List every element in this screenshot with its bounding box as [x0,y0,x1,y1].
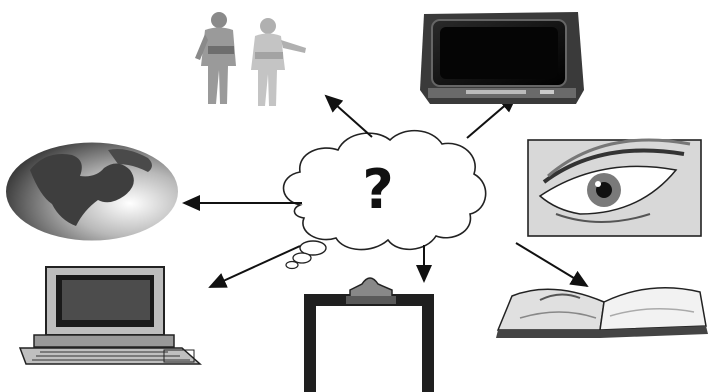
arrow-to-book [515,242,589,288]
desktop-computer-icon [18,266,202,365]
arrow-to-computer [208,245,301,288]
eye-icon [527,138,702,237]
thought-bubble-large [299,240,327,256]
television-icon [420,12,584,104]
two-people-icon [195,12,306,106]
question-mark: ? [362,158,394,221]
clipboard-icon [304,277,434,392]
open-book-icon [496,287,708,338]
thought-cloud [282,129,487,270]
arrow-to-people [324,94,373,138]
globe-icon [6,142,178,241]
thought-bubble-medium [292,252,312,264]
thought-bubble-small [285,260,299,270]
